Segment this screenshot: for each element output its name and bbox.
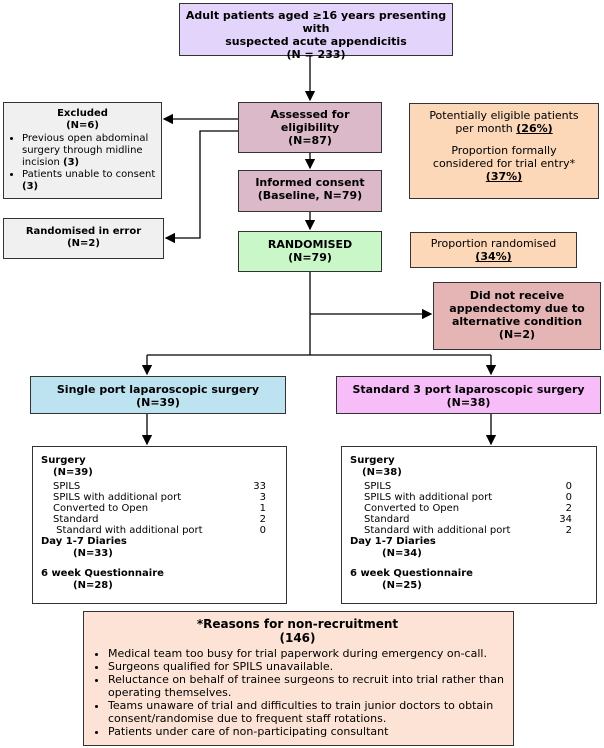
consent-line1: Informed consent xyxy=(255,176,365,189)
excluded-list: Previous open abdominal surgery through … xyxy=(8,133,157,193)
reason-item: Surgeons qualified for SPILS unavailable… xyxy=(108,660,505,673)
eligibility-stats-box: Potentially eligible patients per month … xyxy=(409,103,599,199)
single-port-box: Single port laparoscopic surgery (N=39) xyxy=(30,376,286,414)
surgery-count: (N=39) xyxy=(53,467,93,478)
excluded-item: Patients unable to consent (3) xyxy=(22,169,157,193)
questionnaire-count: (N=25) xyxy=(382,580,422,591)
no-appendectomy-line3: alternative condition xyxy=(451,315,583,328)
surgery-label: Surgery xyxy=(350,455,395,466)
excluded-box: Excluded (N=6) Previous open abdominal s… xyxy=(3,102,162,199)
assessed-line2: eligibility xyxy=(280,121,340,134)
diaries-count: (N=34) xyxy=(382,548,422,559)
reason-item: Reluctance on behalf of trainee surgeons… xyxy=(108,673,505,699)
eligible-line3: Proportion formally xyxy=(451,144,557,157)
eligible-line1: Potentially eligible patients xyxy=(429,109,579,122)
reason-item: Patients under care of non-participating… xyxy=(108,725,505,738)
questionnaire-count: (N=28) xyxy=(73,580,113,591)
no-appendectomy-line2: appendectomy due to xyxy=(449,302,585,315)
eligible-line4: considered for trial entry* xyxy=(432,157,576,170)
consent-box: Informed consent (Baseline, N=79) xyxy=(238,170,382,212)
questionnaire-label: 6 week Questionnaire xyxy=(41,568,164,579)
prop-randomised-pct: (34%) xyxy=(475,250,512,263)
excluded-count: (N=6) xyxy=(66,120,99,131)
reasons-box: *Reasons for non-recruitment (146) Medic… xyxy=(83,611,514,746)
surgery-count: (N=38) xyxy=(362,467,402,478)
randomised-count: (N=79) xyxy=(288,251,332,264)
no-appendectomy-count: (N=2) xyxy=(498,328,536,341)
questionnaire-label: 6 week Questionnaire xyxy=(350,568,473,579)
assessed-line1: Assessed for xyxy=(270,108,350,121)
no-appendectomy-box: Did not receive appendectomy due to alte… xyxy=(433,282,601,350)
reason-item: Medical team too busy for trial paperwor… xyxy=(108,647,505,660)
prop-randomised-label: Proportion randomised xyxy=(430,237,557,250)
excluded-title: Excluded xyxy=(57,108,108,119)
no-appendectomy-line1: Did not receive xyxy=(469,289,565,302)
standard-port-box: Standard 3 port laparoscopic surgery (N=… xyxy=(336,376,601,414)
diaries-label: Day 1-7 Diaries xyxy=(350,536,436,547)
eligible-line2: per month (26%) xyxy=(455,122,553,135)
standard-port-count: (N=38) xyxy=(446,396,491,409)
proportion-randomised-box: Proportion randomised (34%) xyxy=(410,232,577,268)
population-count: (N = 233) xyxy=(286,48,346,61)
reasons-title: *Reasons for non-recruitment xyxy=(196,617,399,631)
eligible-pct1: (26%) xyxy=(516,122,553,135)
excluded-item: Previous open abdominal surgery through … xyxy=(22,133,157,169)
single-port-title: Single port laparoscopic surgery xyxy=(56,383,260,396)
population-line1: Adult patients aged ≥16 years presenting… xyxy=(185,9,447,35)
eligible-pct2: (37%) xyxy=(485,170,523,183)
assessed-count: (N=87) xyxy=(288,134,332,147)
diaries-count: (N=33) xyxy=(73,548,113,559)
population-box: Adult patients aged ≥16 years presenting… xyxy=(179,3,453,61)
reasons-list: Medical team too busy for trial paperwor… xyxy=(90,647,505,738)
population-line2: suspected acute appendicitis xyxy=(225,35,407,48)
randomised-error-box: Randomised in error (N=2) xyxy=(3,218,164,259)
reasons-count: (146) xyxy=(279,631,316,645)
surgery-label: Surgery xyxy=(41,455,86,466)
standard-port-title: Standard 3 port laparoscopic surgery xyxy=(352,383,585,396)
assessed-box: Assessed for eligibility (N=87) xyxy=(238,102,382,153)
randomised-box: RANDOMISED (N=79) xyxy=(238,231,382,272)
single-port-count: (N=39) xyxy=(136,396,180,409)
randomised-error-title: Randomised in error xyxy=(25,226,142,237)
randomised-label: RANDOMISED xyxy=(267,238,353,251)
reason-item: Teams unaware of trial and difficulties … xyxy=(108,699,505,725)
diaries-label: Day 1-7 Diaries xyxy=(41,536,127,547)
randomised-error-count: (N=2) xyxy=(67,238,100,249)
consent-line2: (Baseline, N=79) xyxy=(257,189,363,202)
